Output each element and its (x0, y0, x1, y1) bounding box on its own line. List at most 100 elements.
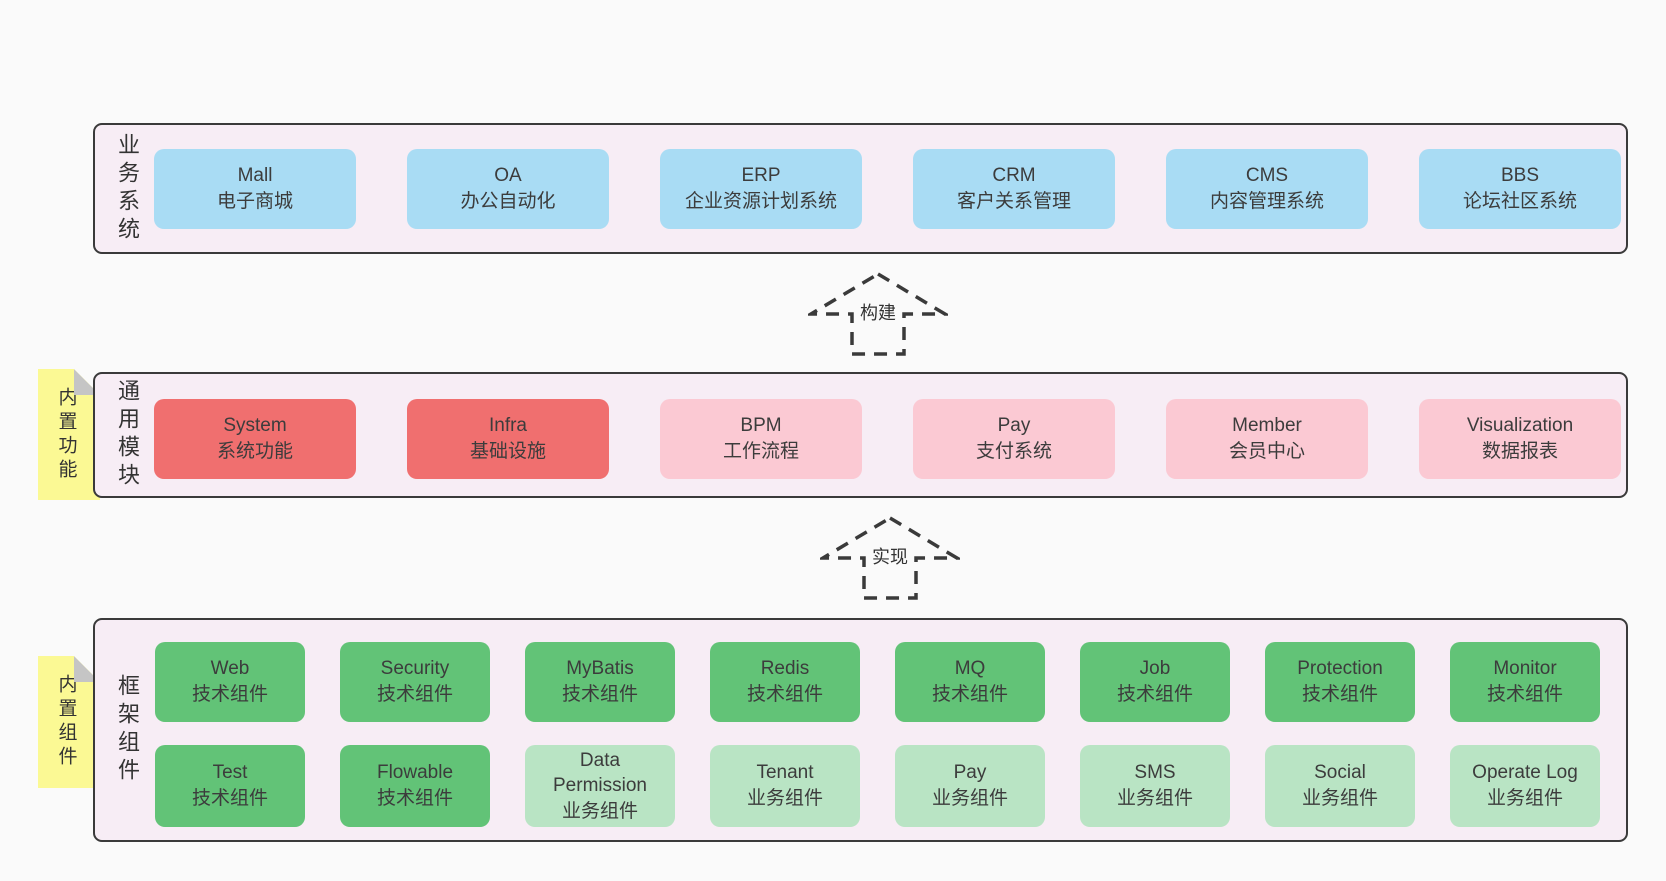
box-protection: Protection 技术组件 (1265, 642, 1415, 722)
box-pay-component-name: Pay (953, 762, 987, 784)
box-mybatis-subtitle: 技术组件 (561, 684, 638, 705)
box-member-subtitle: 会员中心 (1228, 441, 1305, 462)
layer-common-modules-label: 通用模块 (115, 379, 140, 491)
box-job-name: Job (1139, 658, 1171, 680)
box-bbs-subtitle: 论坛社区系统 (1462, 191, 1577, 212)
box-web-name: Web (210, 658, 250, 680)
box-social: Social 业务组件 (1265, 745, 1415, 827)
box-social-name: Social (1314, 762, 1366, 784)
box-visualization: Visualization 数据报表 (1419, 399, 1621, 479)
arrow-build: 构建 (808, 271, 948, 357)
layer-framework-components: 框架组件 Web 技术组件 Security 技术组件 MyBatis 技术组件… (93, 618, 1628, 842)
box-monitor-name: Monitor (1493, 658, 1557, 680)
box-test-name: Test (212, 762, 248, 784)
box-cms-subtitle: 内容管理系统 (1209, 191, 1324, 212)
box-pay-module-subtitle: 支付系统 (975, 441, 1052, 462)
box-bpm-name: BPM (740, 415, 782, 437)
box-social-subtitle: 业务组件 (1301, 788, 1378, 809)
box-data-permission-name: Data Permission (553, 749, 647, 797)
box-erp: ERP 企业资源计划系统 (660, 149, 862, 229)
sticky-note-builtin-components: 内置组件 (38, 656, 100, 788)
box-job-subtitle: 技术组件 (1116, 684, 1193, 705)
box-tenant-subtitle: 业务组件 (746, 788, 823, 809)
box-crm-name: CRM (992, 165, 1036, 187)
box-pay-module-name: Pay (997, 415, 1031, 437)
box-test: Test 技术组件 (155, 745, 305, 827)
box-sms: SMS 业务组件 (1080, 745, 1230, 827)
box-tenant: Tenant 业务组件 (710, 745, 860, 827)
box-member: Member 会员中心 (1166, 399, 1368, 479)
box-pay-module: Pay 支付系统 (913, 399, 1115, 479)
box-data-permission: Data Permission 业务组件 (525, 745, 675, 827)
box-cms-name: CMS (1245, 165, 1289, 187)
box-infra: Infra 基础设施 (407, 399, 609, 479)
box-mall-subtitle: 电子商城 (216, 191, 293, 212)
box-oa-subtitle: 办公自动化 (460, 191, 556, 212)
box-infra-subtitle: 基础设施 (469, 441, 546, 462)
box-system-subtitle: 系统功能 (216, 441, 293, 462)
box-data-permission-subtitle: 业务组件 (561, 800, 638, 822)
layer-business-systems: 业务系统 Mall 电子商城 OA 办公自动化 ERP 企业资源计划系统 CRM… (93, 123, 1628, 254)
box-operate-log-subtitle: 业务组件 (1486, 788, 1563, 809)
box-mall-name: Mall (237, 165, 273, 187)
box-tenant-name: Tenant (756, 762, 814, 784)
box-flowable: Flowable 技术组件 (340, 745, 490, 827)
box-sms-name: SMS (1134, 762, 1176, 784)
box-oa-name: OA (494, 165, 522, 187)
box-protection-subtitle: 技术组件 (1301, 684, 1378, 705)
box-mybatis-name: MyBatis (566, 658, 634, 680)
layer-business-systems-label: 业务系统 (115, 132, 140, 245)
box-operate-log-name: Operate Log (1472, 762, 1578, 784)
box-erp-name: ERP (741, 165, 781, 187)
box-member-name: Member (1232, 415, 1302, 437)
arrow-build-label: 构建 (856, 298, 900, 326)
box-bpm-subtitle: 工作流程 (722, 441, 799, 462)
box-bbs: BBS 论坛社区系统 (1419, 149, 1621, 229)
layer-common-modules: 通用模块 System 系统功能 Infra 基础设施 BPM 工作流程 Pay… (93, 372, 1628, 498)
up-block-arrow-icon (820, 515, 960, 600)
box-sms-subtitle: 业务组件 (1116, 788, 1193, 809)
arrow-implement-label: 实现 (868, 542, 912, 570)
box-crm: CRM 客户关系管理 (913, 149, 1115, 229)
arrow-implement: 实现 (820, 515, 960, 601)
box-security: Security 技术组件 (340, 642, 490, 722)
box-security-name: Security (380, 658, 450, 680)
box-web-subtitle: 技术组件 (191, 684, 268, 705)
box-mybatis: MyBatis 技术组件 (525, 642, 675, 722)
sticky-note-builtin-features-text: 内置功能 (55, 386, 77, 483)
box-job: Job 技术组件 (1080, 642, 1230, 722)
box-cms: CMS 内容管理系统 (1166, 149, 1368, 229)
box-visualization-subtitle: 数据报表 (1481, 441, 1558, 462)
box-visualization-name: Visualization (1466, 415, 1574, 437)
box-pay-component: Pay 业务组件 (895, 745, 1045, 827)
box-mq: MQ 技术组件 (895, 642, 1045, 722)
box-mall: Mall 电子商城 (154, 149, 356, 229)
box-infra-name: Infra (488, 415, 528, 437)
box-bbs-name: BBS (1500, 165, 1540, 187)
box-monitor: Monitor 技术组件 (1450, 642, 1600, 722)
box-redis-subtitle: 技术组件 (746, 684, 823, 705)
box-mq-subtitle: 技术组件 (931, 684, 1008, 705)
box-redis-name: Redis (760, 658, 810, 680)
layer-framework-components-label: 框架组件 (115, 674, 140, 786)
box-operate-log: Operate Log 业务组件 (1450, 745, 1600, 827)
box-flowable-name: Flowable (376, 762, 454, 784)
sticky-note-builtin-features: 内置功能 (38, 369, 100, 500)
box-pay-component-subtitle: 业务组件 (931, 788, 1008, 809)
box-erp-subtitle: 企业资源计划系统 (684, 191, 837, 212)
box-system: System 系统功能 (154, 399, 356, 479)
box-test-subtitle: 技术组件 (191, 788, 268, 809)
box-crm-subtitle: 客户关系管理 (956, 191, 1071, 212)
box-protection-name: Protection (1297, 658, 1383, 680)
box-redis: Redis 技术组件 (710, 642, 860, 722)
box-oa: OA 办公自动化 (407, 149, 609, 229)
box-mq-name: MQ (954, 658, 986, 680)
box-monitor-subtitle: 技术组件 (1486, 684, 1563, 705)
box-web: Web 技术组件 (155, 642, 305, 722)
box-bpm: BPM 工作流程 (660, 399, 862, 479)
box-system-name: System (223, 415, 287, 437)
sticky-note-builtin-components-text: 内置组件 (55, 674, 77, 770)
box-flowable-subtitle: 技术组件 (376, 788, 453, 809)
box-security-subtitle: 技术组件 (376, 684, 453, 705)
